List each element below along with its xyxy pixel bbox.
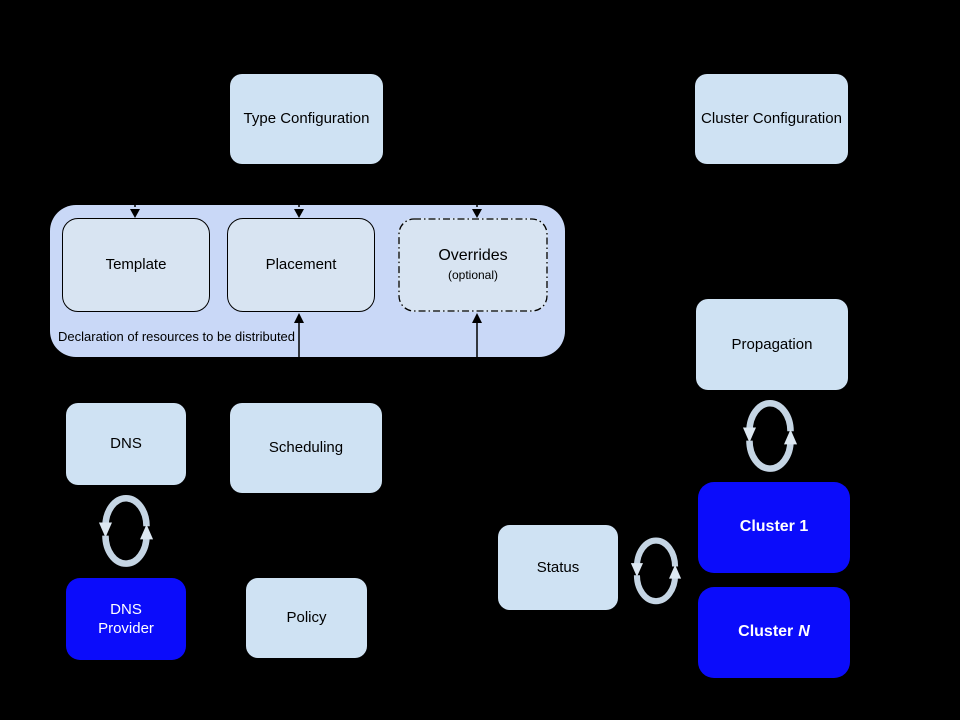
template-box: Template [62,218,210,312]
overrides-label: Overrides [438,247,508,265]
cluster-configuration-label: Cluster Configuration [701,110,842,128]
dns-label: DNS [110,435,142,453]
dns-provider-label: DNS Provider [98,600,154,638]
policy-label: Policy [286,609,327,627]
cluster-1-box: Cluster 1 [698,482,850,573]
scheduling-label: Scheduling [268,439,344,457]
cluster-1-label: Cluster 1 [739,518,809,536]
placement-label: Placement [265,256,337,274]
declaration-caption: Declaration of resources to be distribut… [58,329,296,344]
status-box: Status [498,525,618,610]
cluster-configuration-box: Cluster Configuration [695,74,848,164]
placement-box: Placement [227,218,375,312]
overrides-optional-note: (optional) [447,268,499,283]
cluster-n-prefix: Cluster [738,623,794,641]
type-configuration-label: Type Configuration [243,110,370,128]
policy-box: Policy [246,578,367,658]
sync-icon [742,400,798,472]
scheduling-box: Scheduling [230,403,382,493]
type-configuration-box: Type Configuration [230,74,383,164]
propagation-label: Propagation [731,335,813,353]
template-label: Template [105,256,167,274]
status-label: Status [536,558,580,576]
propagation-box: Propagation [696,299,848,390]
cluster-n-suffix: N [798,623,810,641]
sync-icon [98,495,154,567]
overrides-box: Overrides (optional) [398,218,548,312]
dns-box: DNS [66,403,186,485]
sync-icon [630,537,682,605]
dns-provider-box: DNS Provider [66,578,186,660]
